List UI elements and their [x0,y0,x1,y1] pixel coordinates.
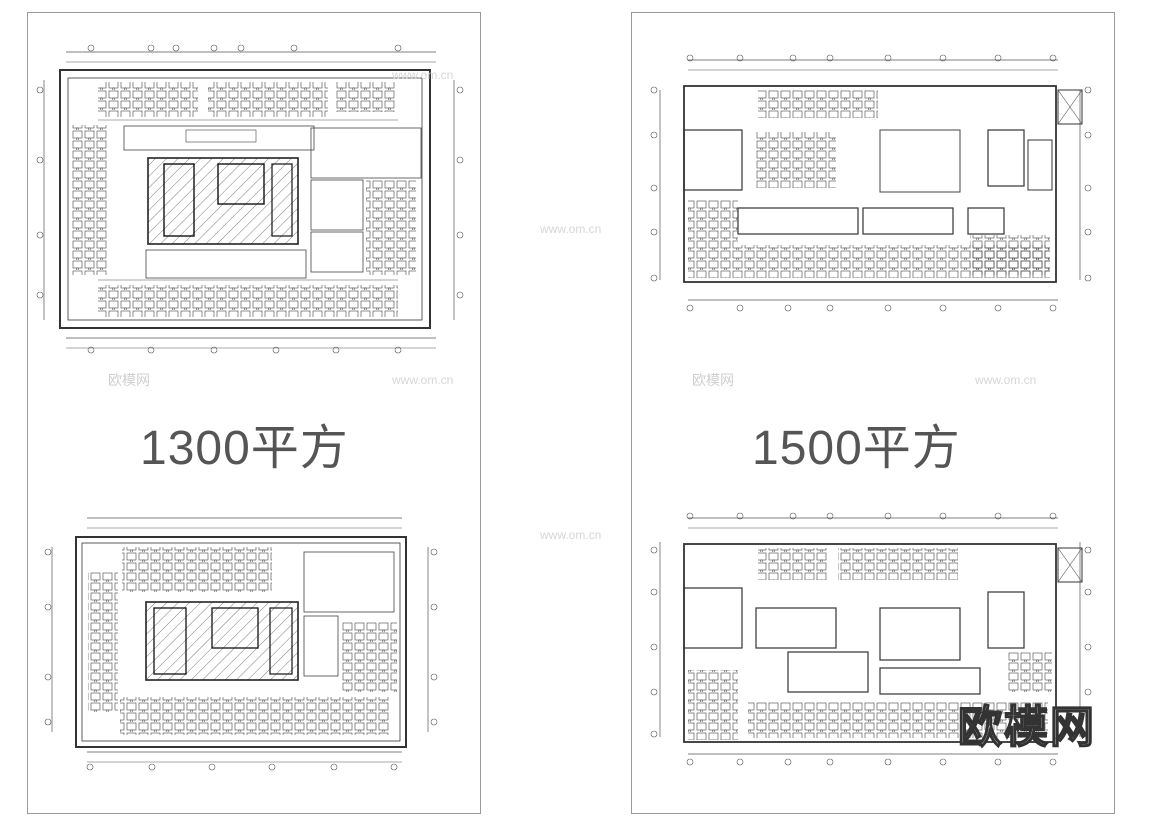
area-label-1500: 1500平方 [752,422,961,475]
watermark-url: www.om.cn [540,222,602,236]
watermark-brand: 欧模网 [108,372,150,388]
watermark-url: www.om.cn [392,68,454,82]
brand-logo: 欧模网 [957,703,1096,752]
watermark-url: www.om.cn [540,528,602,542]
watermark-url: www.om.cn [392,373,454,387]
floor-plan-1500-bottom [648,512,1098,774]
watermark-url: www.om.cn [975,373,1037,387]
watermark-brand: 欧模网 [692,372,734,388]
area-label-1300: 1300平方 [140,422,349,475]
floor-plan-1300-top [36,40,466,360]
floor-plan-1300-bottom [42,512,452,774]
floor-plan-1500-top [648,50,1098,320]
